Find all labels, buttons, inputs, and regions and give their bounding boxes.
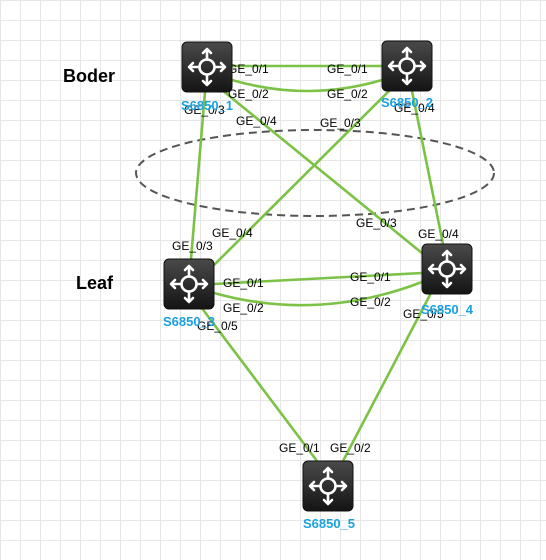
router-switch-icon (162, 257, 216, 311)
port-label-s3: GE_0/1 (223, 276, 264, 290)
port-label-s4: GE_0/4 (418, 227, 459, 241)
device-s5[interactable]: S6850_5 (301, 459, 355, 531)
device-s2[interactable]: S6850_2 (380, 39, 434, 110)
port-label-s3: GE_0/3 (172, 239, 213, 253)
port-label-s2: GE_0/2 (327, 87, 368, 101)
port-label-s4: GE_0/3 (356, 216, 397, 230)
device-name-label: S6850_2 (381, 95, 433, 110)
link-s3-s4-7 (213, 271, 423, 286)
tier-label-leaf: Leaf (76, 273, 114, 293)
port-label-s4: GE_0/1 (350, 270, 391, 284)
link-s2-s4-6 (410, 90, 445, 245)
router-switch-icon (380, 39, 434, 93)
port-label-s2: GE_0/1 (327, 62, 368, 76)
port-label-s3: GE_0/2 (223, 301, 264, 315)
link-s4-s5-10 (341, 292, 433, 462)
port-label-s5: GE_0/2 (330, 441, 371, 455)
port-label-s5: GE_0/1 (279, 441, 320, 455)
device-name-label: S6850_5 (303, 516, 355, 531)
links-layer (189, 64, 445, 462)
device-s3[interactable]: S6850_3 (162, 257, 216, 329)
port-label-s2: GE_0/4 (394, 101, 435, 115)
port-label-s4: GE_0/5 (403, 307, 444, 321)
router-switch-icon (420, 242, 474, 296)
link-s1-s4-4 (221, 88, 429, 260)
device-name-label: S6850_4 (421, 302, 474, 317)
link-s1-s2-2 (231, 78, 383, 93)
port-label-s3: GE_0/4 (212, 226, 253, 240)
device-name-label: S6850_1 (181, 98, 233, 113)
port-label-s1: GE_0/3 (184, 103, 225, 117)
link-s3-s4-8 (213, 280, 423, 307)
router-switch-icon (301, 459, 355, 513)
port-label-s1: GE_0/2 (228, 87, 269, 101)
link-s3-s5-9 (199, 306, 319, 462)
port-label-s2: GE_0/3 (320, 116, 361, 130)
device-s1[interactable]: S6850_1 (180, 40, 234, 113)
link-s1-s3-3 (189, 91, 207, 260)
port-label-s1: GE_0/1 (228, 62, 269, 76)
device-s4[interactable]: S6850_4 (420, 242, 474, 317)
link-s2-s3-5 (208, 87, 393, 271)
device-name-label: S6850_3 (163, 314, 215, 329)
port-label-s4: GE_0/2 (350, 295, 391, 309)
tier-label-border: Boder (63, 66, 116, 86)
leaf-border-group-ellipse (135, 129, 495, 217)
port-label-s3: GE_0/5 (197, 319, 238, 333)
port-label-s1: GE_0/4 (236, 114, 277, 128)
router-switch-icon (180, 40, 234, 94)
